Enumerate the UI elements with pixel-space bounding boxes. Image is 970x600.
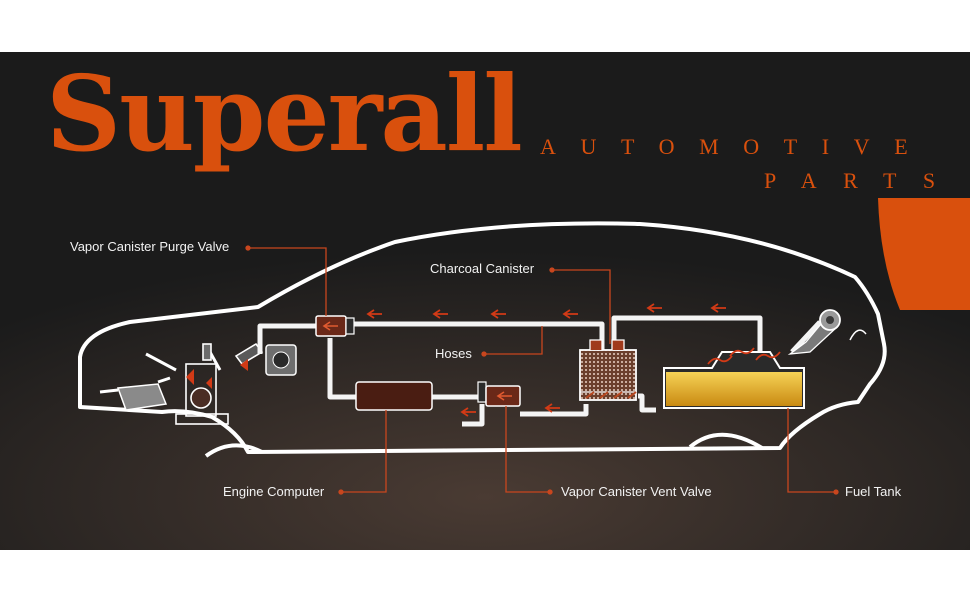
hose-flow-arrows (366, 303, 726, 417)
fuel-tank (663, 347, 805, 409)
vent-valve (477, 381, 521, 407)
label-purge-valve: Vapor Canister Purge Valve (70, 239, 230, 254)
rear-wheel-well (688, 432, 764, 450)
label-fuel-tank: Fuel Tank (845, 484, 902, 499)
car-outline (78, 221, 887, 454)
charcoal-canister (579, 339, 637, 401)
throttle-body (265, 344, 297, 376)
catalytic-converter (99, 376, 171, 411)
engine-block (145, 342, 264, 425)
label-charcoal-canister: Charcoal Canister (430, 261, 535, 276)
engine-computer-module (355, 381, 433, 411)
corner-accent-shape (878, 198, 970, 310)
brand-logo: Superall (46, 52, 523, 175)
evap-system-diagram (0, 52, 970, 550)
fuel-filler-cap (787, 309, 867, 355)
label-hoses: Hoses (435, 346, 472, 361)
leader-lines (245, 245, 839, 495)
brand-banner: Superall AUTOMOTIVE PARTS Vapor Canister… (0, 52, 970, 550)
front-wheel-well (204, 443, 263, 458)
label-vent-valve: Vapor Canister Vent Valve (561, 484, 712, 499)
tagline-automotive: AUTOMOTIVE (540, 134, 933, 159)
label-engine-computer: Engine Computer (223, 484, 325, 499)
intake-flow-arrows (186, 359, 248, 389)
tagline-parts: PARTS (764, 168, 962, 193)
purge-valve (315, 315, 355, 337)
